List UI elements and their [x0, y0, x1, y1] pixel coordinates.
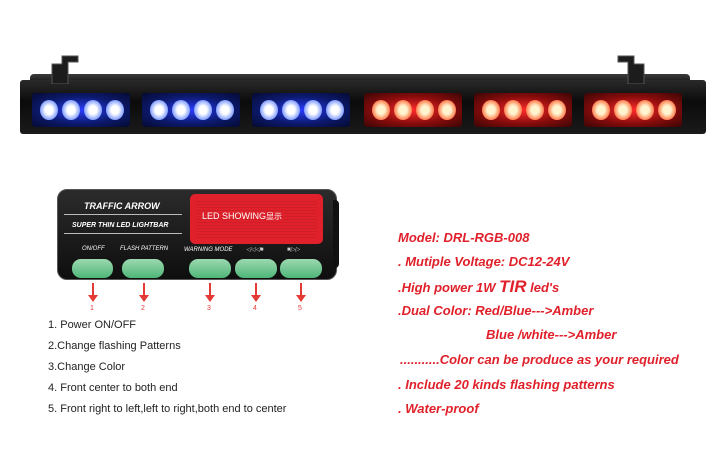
arrow-head	[88, 295, 98, 302]
arrow-head	[139, 295, 149, 302]
spec-dual-color: .Dual Color: Red/Blue--->Amber	[398, 303, 594, 318]
arrow-shaft	[255, 283, 257, 295]
button-label-warning-mode: WARNING MODE	[184, 247, 233, 253]
marker-3: 3	[207, 305, 211, 312]
screen-inner	[196, 200, 317, 238]
arrow-head	[205, 295, 215, 302]
led	[194, 100, 212, 120]
button-label-flash-pattern: FLASH PATTERN	[120, 246, 169, 252]
marker-1: 1	[90, 305, 94, 312]
led	[84, 100, 102, 120]
spec-power-prefix: .High power 1W	[398, 280, 500, 295]
led	[526, 100, 544, 120]
arrow-shaft	[209, 283, 211, 295]
pointer-arrow-5: 5	[296, 283, 306, 312]
led	[106, 100, 124, 120]
function-item-1: 1. Power ON/OFF	[48, 319, 137, 331]
controller-side-edge	[333, 200, 339, 268]
spec-power-tir: TIR	[499, 277, 527, 296]
function-item-4: 4. Front center to both end	[48, 382, 178, 394]
led	[482, 100, 500, 120]
button-label-on-off: ON/OFF	[82, 246, 105, 252]
arrow-head	[296, 295, 306, 302]
led-module-blue-3	[252, 93, 350, 127]
spec-power-suffix: led's	[526, 280, 560, 295]
spec-power: .High power 1W TIR led's	[398, 277, 559, 297]
arrow-shaft	[143, 283, 145, 295]
controller-divider-top	[64, 214, 182, 215]
function-item-2: 2.Change flashing Patterns	[48, 340, 181, 352]
arrow-shaft	[300, 283, 302, 295]
led-showing-screen: LED SHOWING显示	[190, 194, 323, 244]
pointer-arrow-4: 4	[251, 283, 261, 312]
screen-label-cjk: 显示	[266, 212, 283, 221]
led	[636, 100, 654, 120]
led	[504, 100, 522, 120]
led	[282, 100, 300, 120]
warning-mode-button[interactable]	[189, 259, 231, 278]
led	[394, 100, 412, 120]
marker-4: 4	[253, 305, 257, 312]
spec-voltage: . Mutiple Voltage: DC12-24V	[398, 254, 570, 269]
arrow-shaft	[92, 283, 94, 295]
led-module-blue-1	[32, 93, 130, 127]
flash-pattern-button[interactable]	[122, 259, 164, 278]
marker-2: 2	[141, 305, 145, 312]
screen-label-text: LED SHOWING	[202, 211, 267, 221]
marker-5: 5	[298, 305, 302, 312]
lightbar	[0, 0, 728, 150]
button-label-left-arrow: ◁◁◁■	[246, 247, 264, 253]
screen-label: LED SHOWING显示	[202, 211, 282, 222]
led	[416, 100, 434, 120]
left-arrow-button[interactable]	[235, 259, 277, 278]
right-arrow-button[interactable]	[280, 259, 322, 278]
function-item-3: 3.Change Color	[48, 361, 126, 373]
led	[438, 100, 456, 120]
button-label-right-arrow: ■▷▷	[287, 247, 300, 253]
spec-patterns: . Include 20 kinds flashing patterns	[398, 377, 615, 392]
lightbar-top-rail	[30, 74, 690, 84]
led	[260, 100, 278, 120]
left-mounting-bracket	[51, 55, 79, 84]
led-module-red-3	[584, 93, 682, 127]
led	[592, 100, 610, 120]
right-mounting-bracket	[617, 55, 645, 84]
spec-custom: ...........Color can be produce as your …	[400, 352, 679, 367]
led	[304, 100, 322, 120]
led	[40, 100, 58, 120]
pointer-arrow-1: 1	[88, 283, 98, 312]
pointer-arrow-2: 2	[139, 283, 149, 312]
led	[548, 100, 566, 120]
arrow-head	[251, 295, 261, 302]
led-module-blue-2	[142, 93, 240, 127]
controller-subtitle: SUPER THIN LED LIGHTBAR	[72, 222, 169, 229]
spec-model: Model: DRL-RGB-008	[398, 230, 530, 245]
controller-title: TRAFFIC ARROW	[84, 201, 160, 211]
controller-divider-bottom	[64, 233, 182, 234]
led	[216, 100, 234, 120]
function-item-5: 5. Front right to left,left to right,bot…	[48, 403, 287, 415]
led	[658, 100, 676, 120]
led-module-red-1	[364, 93, 462, 127]
spec-dual-color-2: Blue /white--->Amber	[486, 327, 617, 342]
led	[326, 100, 344, 120]
spec-waterproof: . Water-proof	[398, 401, 479, 416]
led-module-red-2	[474, 93, 572, 127]
led	[614, 100, 632, 120]
led	[62, 100, 80, 120]
pointer-arrow-3: 3	[205, 283, 215, 312]
led	[150, 100, 168, 120]
led	[172, 100, 190, 120]
led	[372, 100, 390, 120]
on-off-button[interactable]	[72, 259, 113, 278]
